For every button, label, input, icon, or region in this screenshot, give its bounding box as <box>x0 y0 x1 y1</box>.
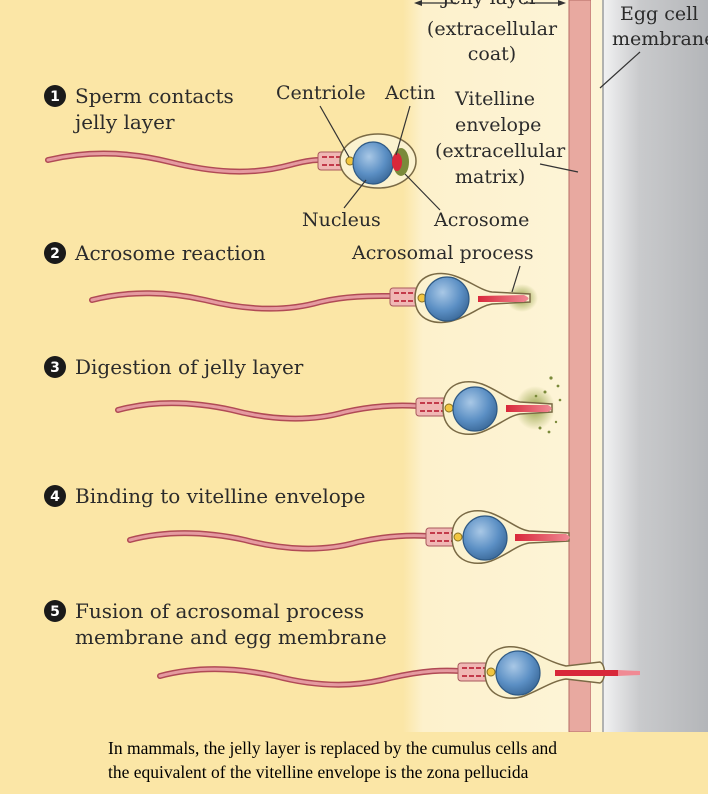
acrosome-label: Acrosome <box>433 209 529 231</box>
step-5: 5 Fusion of acrosomal process membrane a… <box>44 599 387 649</box>
step-3: 3 Digestion of jelly layer <box>44 355 304 379</box>
acrosomal-process <box>515 534 570 541</box>
acrosomal-process <box>478 295 529 302</box>
egg-cell-label: Egg cell <box>620 3 698 25</box>
acrosomal-process-fused <box>555 670 623 676</box>
acrosome-leader <box>404 173 441 211</box>
jelly-layer-sublabel-2: coat) <box>468 43 516 65</box>
acrosomal-process-leader <box>511 265 521 293</box>
step-number-badge <box>44 485 66 507</box>
jelly-layer-header: Jelly layer (extracellular coat) <box>414 0 566 65</box>
vitelline-leader <box>539 163 579 173</box>
actin <box>392 153 402 171</box>
nucleus <box>452 386 498 432</box>
acrosomal-process-label: Acrosomal process <box>351 242 534 264</box>
step-2: 2 Acrosome reaction <box>44 241 266 265</box>
step-title-line1: Digestion of jelly layer <box>75 355 304 379</box>
nucleus <box>424 276 470 322</box>
sperm-stage-1 <box>45 133 417 189</box>
sperm-tail-highlight <box>46 151 320 174</box>
nucleus-leader <box>343 179 367 209</box>
svg-text:5: 5 <box>50 604 60 620</box>
step-1: 1 Sperm contacts jelly layer <box>44 84 234 134</box>
step-title-line1: Sperm contacts <box>75 84 234 108</box>
egg-membrane-label: membrane <box>612 28 708 50</box>
nucleus <box>462 515 508 561</box>
step-title-line1: Acrosome reaction <box>74 241 266 265</box>
actin-label: Actin <box>384 82 435 104</box>
caption-line-1: In mammals, the jelly layer is replaced … <box>108 738 558 758</box>
egg-membrane-leader <box>599 51 641 89</box>
jelly-layer-region <box>403 0 569 732</box>
nucleus <box>495 650 541 696</box>
nucleus-label: Nucleus <box>302 209 381 231</box>
step-title-line2: jelly layer <box>73 110 175 134</box>
step-4: 4 Binding to vitelline envelope <box>44 484 365 508</box>
sperm-stage-2 <box>89 272 538 324</box>
caption-line-2: the equivalent of the vitelline envelope… <box>108 762 529 782</box>
centriole <box>486 667 496 677</box>
vitelline-envelope-band <box>568 0 592 733</box>
centriole <box>444 403 454 413</box>
vitelline-label-4: matrix) <box>455 166 525 188</box>
vitelline-label-3: (extracellular <box>435 140 566 162</box>
jelly-layer-label: Jelly layer <box>440 0 539 9</box>
egg-membrane-header: Egg cell membrane <box>599 3 708 89</box>
sperm-stage-3 <box>115 376 562 436</box>
step-title-line1: Binding to vitelline envelope <box>75 484 365 508</box>
centriole-leader <box>319 105 350 158</box>
vitelline-label-2: envelope <box>455 114 541 136</box>
sperm-stage-5 <box>157 645 640 699</box>
svg-text:4: 4 <box>50 489 60 505</box>
step-number-badge <box>44 600 66 622</box>
step-number-badge <box>44 85 66 107</box>
step-number-badge <box>44 242 66 264</box>
centriole <box>453 532 463 542</box>
caption: In mammals, the jelly layer is replaced … <box>108 736 698 784</box>
actin-leader <box>395 105 411 156</box>
egg-cell-region <box>603 0 708 732</box>
vitelline-label-1: Vitelline <box>454 88 535 110</box>
caption-background <box>0 732 708 794</box>
svg-text:3: 3 <box>50 360 60 376</box>
step-title-line2: membrane and egg membrane <box>75 625 387 649</box>
svg-text:2: 2 <box>50 246 60 262</box>
process-in-egg <box>618 670 640 676</box>
sperm-stage-4 <box>127 509 570 565</box>
nucleus <box>352 141 394 185</box>
jelly-layer-sublabel-1: (extracellular <box>427 18 558 40</box>
step-number-badge <box>44 356 66 378</box>
perivitelline-gap <box>591 0 603 732</box>
acrosomal-process <box>506 405 552 412</box>
svg-text:1: 1 <box>50 89 60 105</box>
digested-particles <box>534 376 562 434</box>
step-title-line1: Fusion of acrosomal process <box>75 599 364 623</box>
centriole-label: Centriole <box>276 82 366 104</box>
